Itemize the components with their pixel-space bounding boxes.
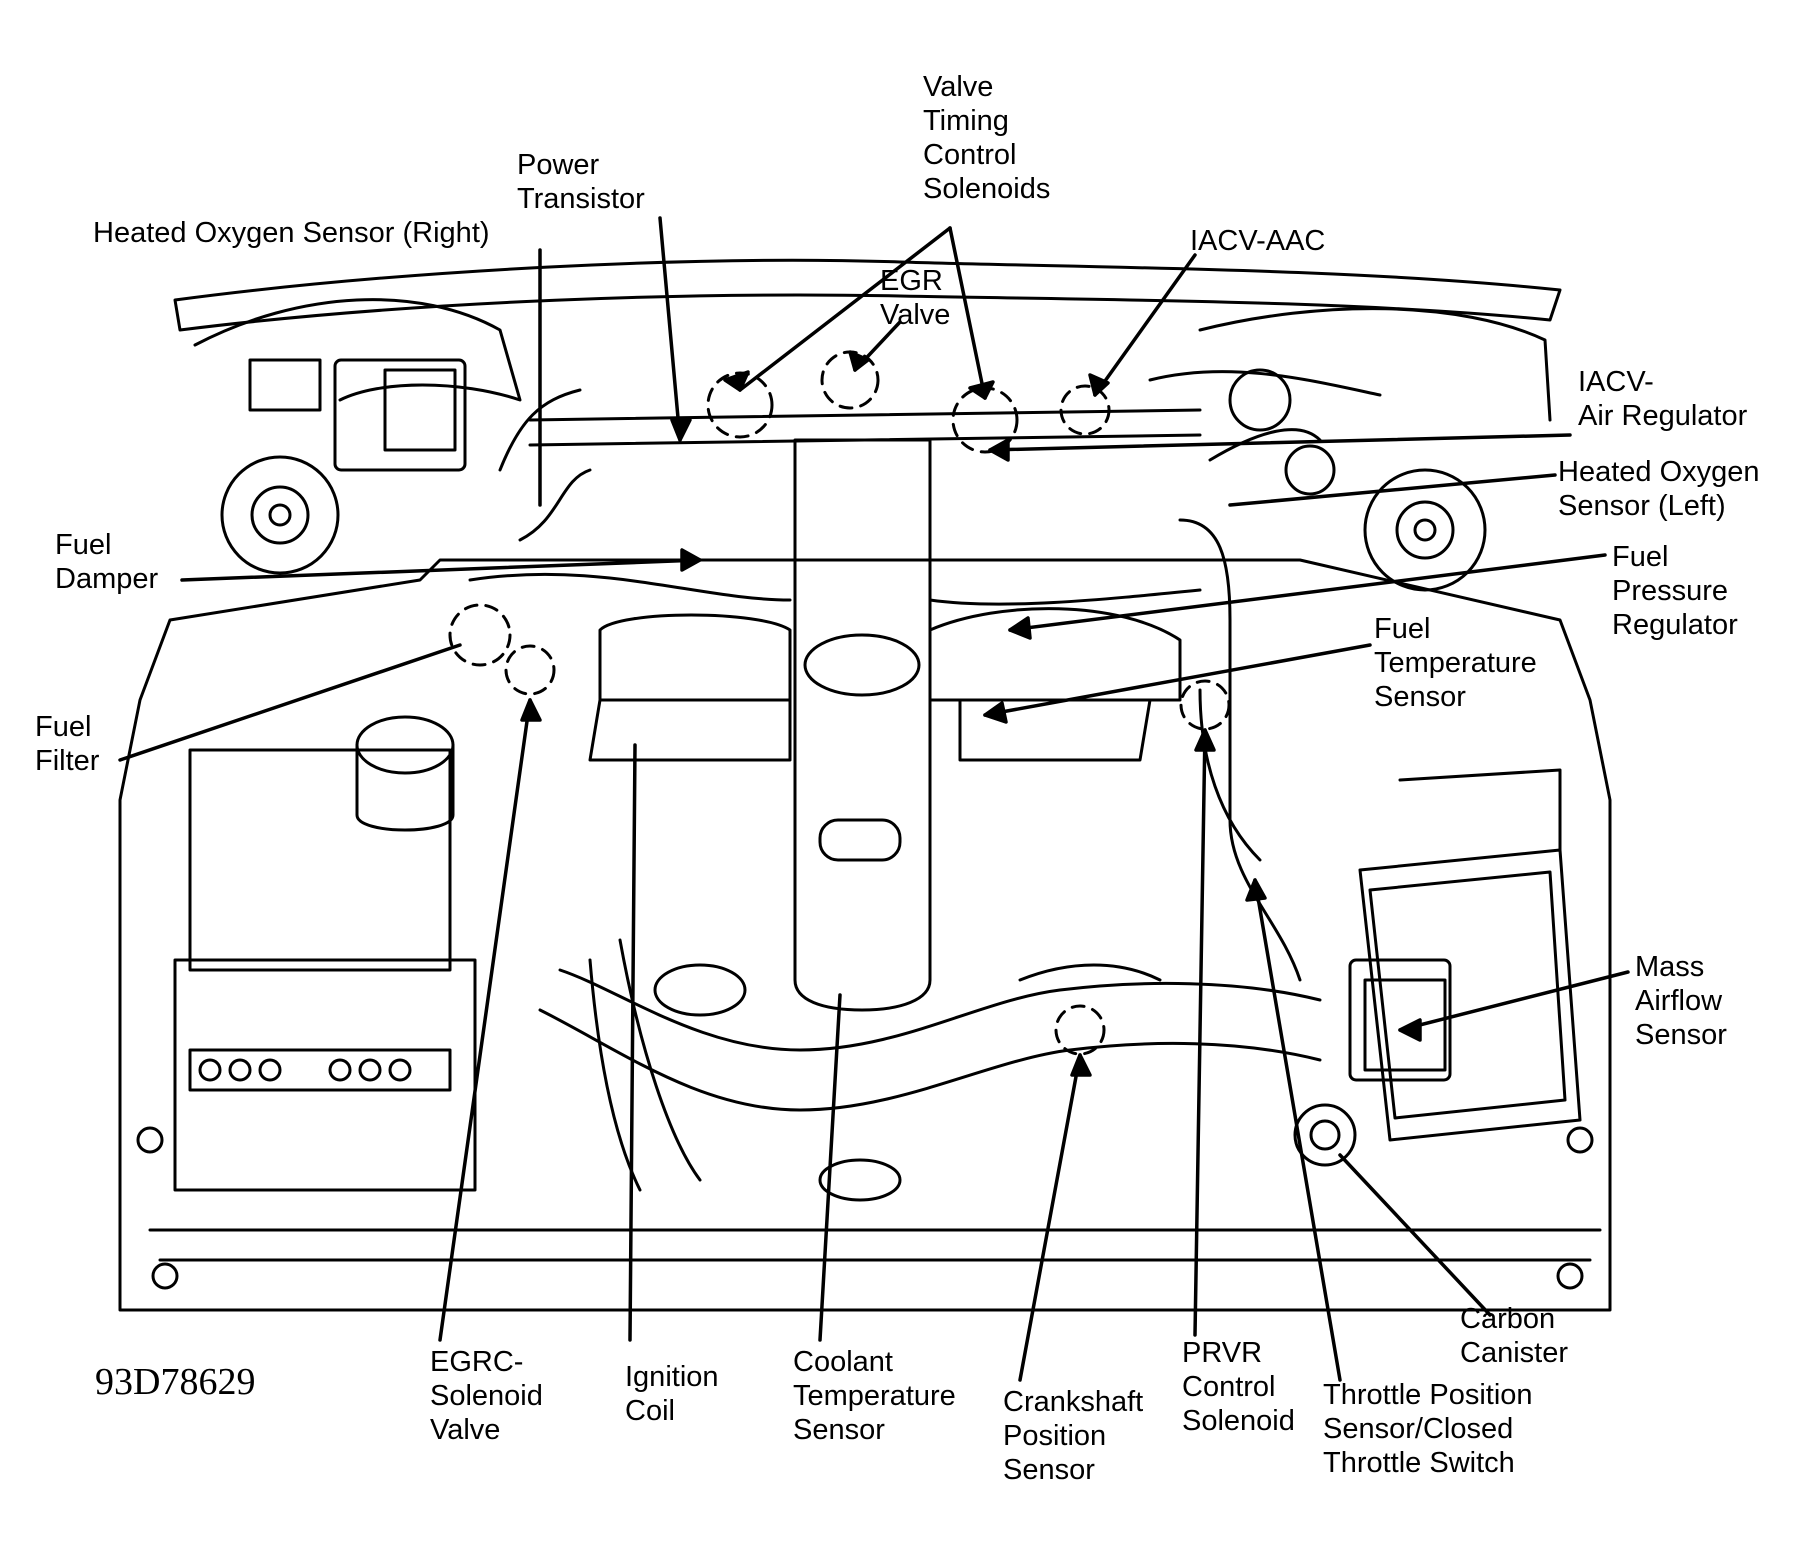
air-cleaner [1348, 768, 1582, 1142]
battery [173, 748, 477, 1192]
callout-iacv-aac [1059, 384, 1111, 436]
callout-fuel-filter [448, 603, 512, 667]
intake-duct [558, 968, 1322, 1052]
strut-tower-left [220, 455, 340, 575]
strut-tower-right [1363, 468, 1487, 592]
label-heated-oxygen-sensor-right: Heated Oxygen Sensor (Right) [93, 217, 490, 249]
callout-prvr [1179, 679, 1231, 731]
carbon-canister-body [1293, 1103, 1357, 1167]
fuel-rail [528, 408, 1202, 447]
callout-egrc [504, 644, 556, 696]
callout-crankshaft [1054, 1004, 1106, 1056]
relay-box [333, 358, 467, 472]
label-iacv-air-regulator: IACV-Air Regulator [1578, 366, 1748, 432]
label-iacv-aac: IACV-AAC [1190, 225, 1326, 257]
cowl-outline [173, 258, 1562, 332]
figure-id: 93D78629 [95, 1361, 256, 1403]
intake-plenum [793, 438, 932, 1012]
